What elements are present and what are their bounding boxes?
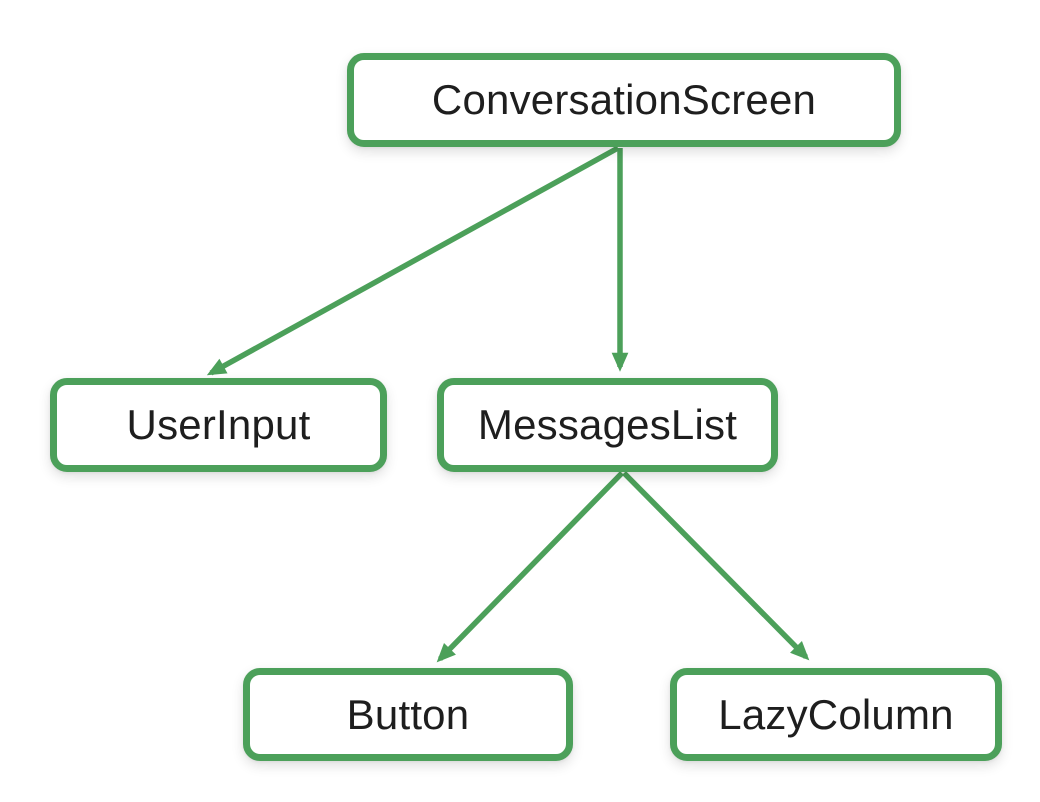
edge-conversationscreen-userinput (206, 145, 620, 376)
edge-messageslist-lazycolumn (622, 471, 810, 661)
node-user-input: UserInput (50, 378, 387, 472)
node-messages-list: MessagesList (437, 378, 778, 472)
node-button-label: Button (346, 690, 470, 738)
node-messages-list-label: MessagesList (477, 401, 738, 448)
node-conversation-screen-label: ConversationScreen (431, 76, 817, 123)
node-lazy-column-label: LazyColumn (718, 690, 954, 738)
edge-messageslist-button (436, 471, 624, 663)
node-conversation-screen: ConversationScreen (347, 53, 901, 147)
node-user-input-label: UserInput (126, 401, 311, 448)
node-button: Button (243, 668, 573, 761)
node-lazy-column: LazyColumn (670, 668, 1002, 761)
